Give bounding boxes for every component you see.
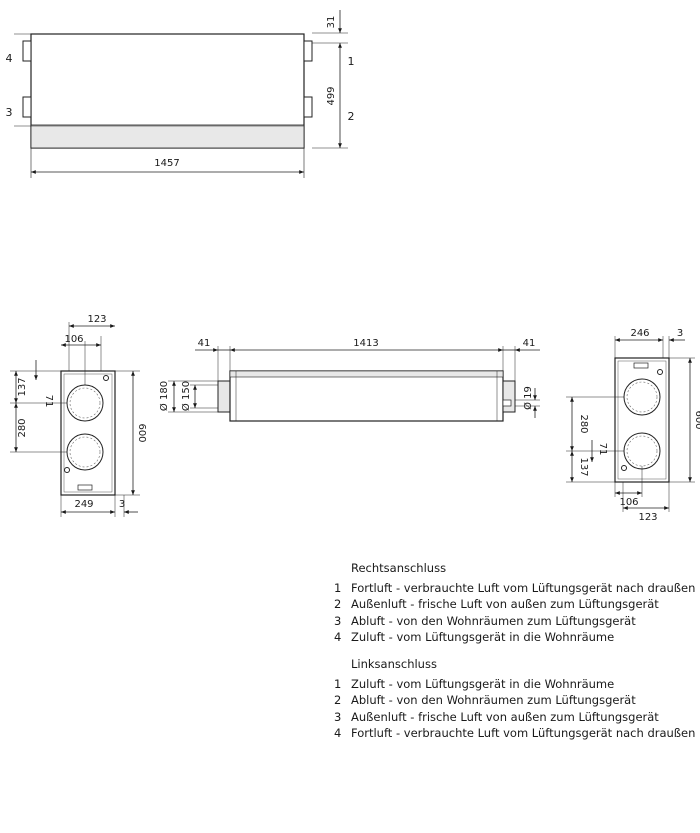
dim-text-dia-150: Ø 150	[180, 381, 192, 411]
legend-title-right: Rechtsanschluss	[351, 561, 447, 575]
dim-text-71-left: 71	[43, 395, 54, 408]
list-item: 4 Zuluft - vom Lüftungsgerät in die Wohnr…	[334, 629, 700, 645]
list-item: 4 Fortluft - verbrauchte Luft vom Lüftung…	[334, 725, 700, 741]
dim-text-1413: 1413	[353, 338, 378, 349]
item-number: 1	[334, 677, 342, 692]
item-number: 2	[334, 597, 342, 612]
item-text: Zuluft - vom Lüftungsgerät in die Wohnrä…	[351, 677, 615, 692]
dim-text-600-right: 600	[693, 410, 700, 429]
item-number: 4	[334, 725, 342, 740]
item-number: 4	[334, 629, 342, 644]
list-item: 1 Zuluft - vom Lüftungsgerät in die Wohnr…	[334, 676, 700, 692]
item-number: 3	[334, 613, 342, 628]
list-item: 2 Außenluft - frische Luft von außen zum …	[334, 596, 700, 612]
dim-text-dia-19: Ø 19	[522, 386, 534, 410]
dim-text-137-right: 137	[578, 457, 589, 476]
dim-text-249-left: 249	[74, 499, 93, 510]
duct-circle-lower-left	[66, 433, 104, 471]
dim-text-1457: 1457	[154, 158, 179, 169]
dim-text-3-right: 3	[677, 328, 683, 339]
dim-text-123-left: 123	[87, 314, 106, 325]
item-text: Außenluft - frische Luft von außen zum L…	[351, 597, 659, 612]
dim-text-41-left: 41	[198, 338, 211, 349]
right-end-view: 246 3 600 280 71 137 106 123	[566, 328, 700, 523]
port-label-1: 1	[348, 55, 355, 68]
side-stub-right	[502, 380, 516, 413]
item-text: Außenluft - frische Luft von außen zum L…	[351, 709, 659, 724]
dim-text-280-right: 280	[578, 414, 589, 433]
port-label-2: 2	[348, 110, 355, 123]
port-label-4: 4	[6, 52, 13, 65]
dim-text-71-right: 71	[597, 443, 608, 456]
list-item: 3 Abluft - von den Wohnräumen zum Lüftung…	[334, 613, 700, 629]
duct-circle-upper-right	[623, 378, 661, 416]
item-text: Fortluft - verbrauchte Luft vom Lüftungs…	[351, 725, 696, 740]
dim-text-31: 31	[326, 16, 337, 29]
dim-text-123-right: 123	[638, 512, 657, 523]
list-item: 2 Abluft - von den Wohnräumen zum Lüftung…	[334, 692, 700, 708]
port-stub-right-bottom	[303, 96, 313, 118]
dim-text-106-right: 106	[619, 497, 638, 508]
dim-text-dia-180: Ø 180	[158, 381, 170, 411]
dim-text-41-right: 41	[523, 338, 536, 349]
legend-right-connection: Rechtsanschluss 1 Fortluft - verbrauchte …	[334, 560, 700, 645]
legend-left-connection: Linksanschluss 1 Zuluft - vom Lüftungsger…	[334, 656, 700, 741]
list-item: 1 Fortluft - verbrauchte Luft vom Lüftung…	[334, 580, 700, 596]
unit-panel-shaded	[30, 124, 305, 149]
duct-circle-lower-right	[623, 432, 661, 470]
dim-text-600-left: 600	[136, 423, 147, 442]
side-body	[229, 370, 504, 422]
port-stub-left-bottom	[22, 96, 32, 118]
side-stub-left	[217, 380, 231, 413]
item-text: Abluft - von den Wohnräumen zum Lüftungs…	[351, 613, 636, 628]
port-stub-right-top	[303, 40, 313, 62]
item-number: 1	[334, 581, 342, 596]
dim-text-499: 499	[326, 86, 337, 105]
dim-text-137-left: 137	[17, 377, 28, 396]
side-view: 41 1413 41 Ø 180 Ø 150 Ø 19	[158, 338, 540, 422]
item-text: Zuluft - vom Lüftungsgerät in die Wohnrä…	[351, 629, 615, 644]
item-number: 3	[334, 709, 342, 724]
port-label-3: 3	[6, 106, 13, 119]
item-number: 2	[334, 693, 342, 708]
legend-title-left: Linksanschluss	[351, 657, 437, 671]
dim-text-246-right: 246	[630, 328, 649, 339]
left-end-view: 123 106 137 71 280 600 249 3	[10, 314, 147, 517]
duct-circle-upper-left	[66, 384, 104, 422]
dim-text-280-left: 280	[17, 418, 28, 437]
item-text: Fortluft - verbrauchte Luft vom Lüftungs…	[351, 581, 696, 596]
port-stub-left-top	[22, 40, 32, 62]
top-view: 31 499 1457 1 2 3 4	[6, 10, 355, 178]
list-item: 3 Außenluft - frische Luft von außen zum …	[334, 709, 700, 725]
dim-text-3-left: 3	[119, 499, 125, 510]
dim-text-106-left: 106	[64, 334, 83, 345]
item-text: Abluft - von den Wohnräumen zum Lüftungs…	[351, 693, 636, 708]
